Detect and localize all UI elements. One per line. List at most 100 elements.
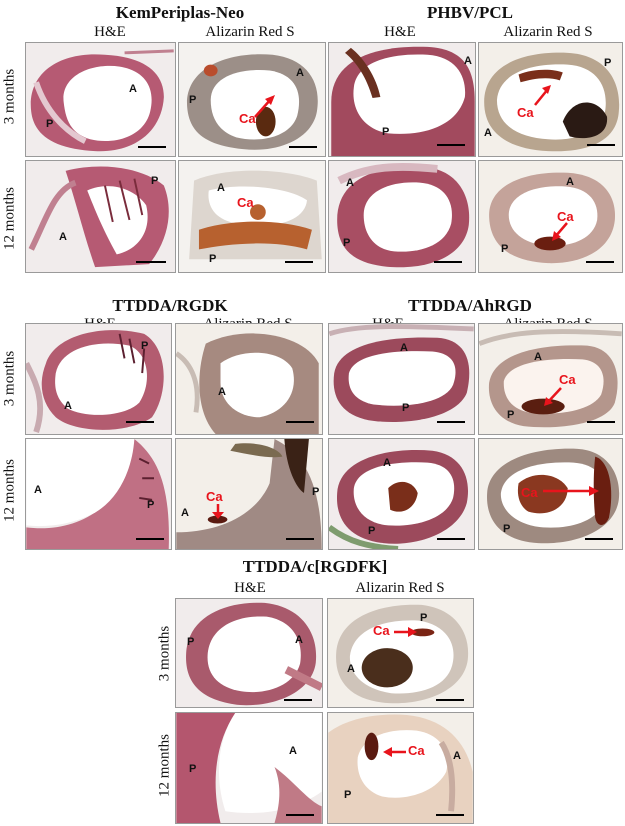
micrograph-ars-12m-ttdda-crgdfk: P A Ca [327, 712, 474, 824]
micrograph-ars-12m-ttdda-ahrgd: P Ca [478, 438, 623, 550]
scale-bar [284, 699, 312, 701]
vessel-section-image [186, 602, 322, 706]
micrograph-ars-3m-phbv-pcl: P A Ca [478, 42, 623, 157]
adventitia-marker: A [484, 127, 492, 139]
micrograph-he-12m-ttdda-crgdfk: P A [175, 712, 323, 824]
micrograph-he-3m-ttdda-ahrgd: A P [328, 323, 475, 435]
scale-bar [437, 144, 465, 146]
vessel-section-image [176, 713, 322, 823]
calcium-label: Ca [521, 485, 538, 500]
micrograph-he-12m-phbv-pcl: A P [328, 160, 476, 273]
group-title-ttdda-crgdfk: TTDDA/c[RGDFK] [242, 557, 388, 576]
col-header-he: H&E [94, 24, 126, 40]
adventitia-marker: A [346, 177, 354, 189]
micrograph-ars-3m-ttdda-rgdk: A [175, 323, 323, 435]
adventitia-marker: A [347, 663, 355, 675]
scale-bar [286, 421, 314, 423]
periprosthetic-marker: P [402, 402, 410, 414]
scale-bar [587, 421, 615, 423]
calcium-label: Ca [517, 105, 534, 120]
vessel-section-image [26, 439, 169, 549]
scale-bar [136, 261, 166, 263]
adventitia-marker: A [64, 400, 72, 412]
adventitia-marker: A [289, 745, 297, 757]
vessel-section-image [329, 450, 469, 549]
periprosthetic-marker: P [507, 409, 515, 421]
scale-bar [437, 538, 465, 540]
scale-bar [136, 538, 164, 540]
vessel-section-image [26, 330, 164, 433]
calcium-label: Ca [206, 489, 223, 504]
micrograph-he-3m-ttdda-rgdk: P A [25, 323, 172, 435]
scale-bar [585, 538, 613, 540]
periprosthetic-marker: P [343, 237, 351, 249]
calcium-arrow [383, 747, 406, 757]
periprosthetic-marker: P [189, 763, 197, 775]
micrograph-ars-12m-ttdda-rgdk: A P Ca [175, 438, 323, 550]
adventitia-marker: A [400, 342, 408, 354]
calcium-label: Ca [373, 623, 390, 638]
row-label-3-months: 3 months [156, 625, 173, 682]
periprosthetic-marker: P [187, 636, 195, 648]
vessel-section-image [186, 54, 318, 150]
scale-bar [437, 421, 465, 423]
adventitia-marker: A [59, 231, 67, 243]
calcium-arrow [544, 387, 562, 406]
calcium-label: Ca [408, 743, 425, 758]
vessel-section-image [28, 166, 169, 268]
vessel-section-image [484, 52, 620, 152]
adventitia-marker: A [566, 176, 574, 188]
row-label-12-months: 12 months [1, 187, 18, 250]
calcium-arrow [552, 222, 568, 241]
periprosthetic-marker: P [382, 126, 390, 138]
periprosthetic-marker: P [151, 175, 159, 187]
scale-bar [286, 814, 314, 816]
col-header-he: H&E [234, 580, 266, 596]
micrograph-ars-3m-ttdda-crgdfk: P A Ca [327, 598, 474, 708]
row-label-12-months: 12 months [1, 459, 18, 522]
periprosthetic-marker: P [209, 253, 217, 265]
scale-bar [434, 261, 462, 263]
vessel-section-image [337, 162, 470, 268]
adventitia-marker: A [296, 67, 304, 79]
periprosthetic-marker: P [368, 525, 376, 537]
micrograph-he-3m-kemperiplas: A P [25, 42, 176, 157]
scale-bar [286, 538, 314, 540]
vessel-section-image [331, 46, 475, 156]
adventitia-marker: A [181, 507, 189, 519]
vessel-section-image [329, 324, 474, 423]
micrograph-he-3m-phbv-pcl: A P [328, 42, 476, 157]
adventitia-marker: A [34, 484, 42, 496]
group-title-ttdda-rgdk: TTDDA/RGDK [112, 296, 228, 315]
adventitia-marker: A [383, 457, 391, 469]
periprosthetic-marker: P [147, 499, 155, 511]
micrograph-he-12m-kemperiplas: A P [25, 160, 176, 273]
micrograph-ars-3m-ttdda-ahrgd: A P Ca [478, 323, 623, 435]
adventitia-marker: A [534, 351, 542, 363]
periprosthetic-marker: P [312, 486, 320, 498]
group-title-ttdda-ahrgd: TTDDA/AhRGD [408, 296, 532, 315]
col-header-ars: Alizarin Red S [205, 24, 295, 40]
periprosthetic-marker: P [46, 118, 54, 130]
scale-bar [138, 146, 166, 148]
calcium-arrow [212, 504, 224, 519]
calcium-arrow [394, 627, 417, 637]
adventitia-marker: A [217, 182, 225, 194]
vessel-section-image [489, 172, 616, 264]
vessel-section-image [336, 604, 469, 704]
vessel-section-image [189, 170, 322, 260]
scale-bar [587, 144, 615, 146]
vessel-section-image [176, 333, 319, 434]
periprosthetic-marker: P [141, 340, 149, 352]
micrograph-ars-12m-phbv-pcl: A P Ca [478, 160, 623, 273]
adventitia-marker: A [464, 55, 472, 67]
micrograph-he-3m-ttdda-crgdfk: P A [175, 598, 323, 708]
calcium-label: Ca [559, 372, 576, 387]
col-header-ars: Alizarin Red S [355, 580, 445, 596]
vessel-section-image [176, 439, 322, 549]
scale-bar [126, 421, 154, 423]
micrograph-ars-3m-kemperiplas: A P Ca [178, 42, 326, 157]
micrograph-he-12m-ttdda-rgdk: A P [25, 438, 172, 550]
calcium-label: Ca [557, 209, 574, 224]
adventitia-marker: A [295, 634, 303, 646]
